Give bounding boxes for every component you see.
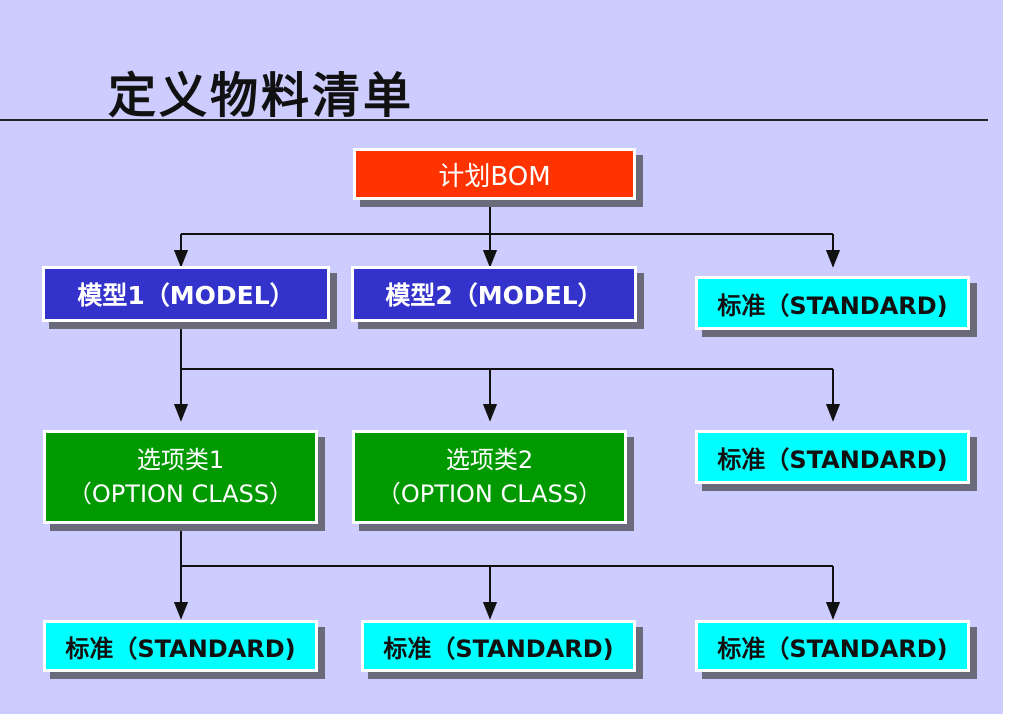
node-standard-bottom3: 标准（STANDARD) — [695, 620, 970, 672]
node-plan-bom: 计划BOM — [353, 148, 636, 200]
node-standard-bottom1: 标准（STANDARD) — [43, 620, 318, 672]
node-model1: 模型1（MODEL） — [42, 266, 330, 322]
node-option-class2-name: 选项类2 — [445, 446, 534, 474]
node-standard-bottom2: 标准（STANDARD) — [361, 620, 636, 672]
node-standard-bottom2-label: 标准（STANDARD) — [383, 634, 614, 663]
node-standard-row2-label: 标准（STANDARD) — [717, 445, 948, 474]
node-model1-label: 模型1（MODEL） — [77, 281, 295, 310]
node-option-class1-sub: （OPTION CLASS） — [67, 480, 294, 508]
node-option-class2-sub: （OPTION CLASS） — [376, 480, 603, 508]
node-standard-bottom3-label: 标准（STANDARD) — [717, 634, 948, 663]
node-model2: 模型2（MODEL） — [351, 266, 637, 322]
node-standard-bottom1-label: 标准（STANDARD) — [65, 634, 296, 663]
node-standard-row1-label: 标准（STANDARD) — [717, 291, 948, 320]
node-option-class1-name: 选项类1 — [136, 446, 225, 474]
node-standard-row1: 标准（STANDARD) — [695, 276, 970, 330]
node-option-class2: 选项类2 （OPTION CLASS） — [352, 430, 627, 524]
node-standard-row2: 标准（STANDARD) — [695, 430, 970, 484]
title-underline — [0, 119, 988, 121]
node-plan-bom-label: 计划BOM — [438, 161, 551, 192]
node-model2-label: 模型2（MODEL） — [385, 281, 603, 310]
node-option-class1: 选项类1 （OPTION CLASS） — [43, 430, 318, 524]
slide-title: 定义物料清单 — [108, 68, 415, 124]
